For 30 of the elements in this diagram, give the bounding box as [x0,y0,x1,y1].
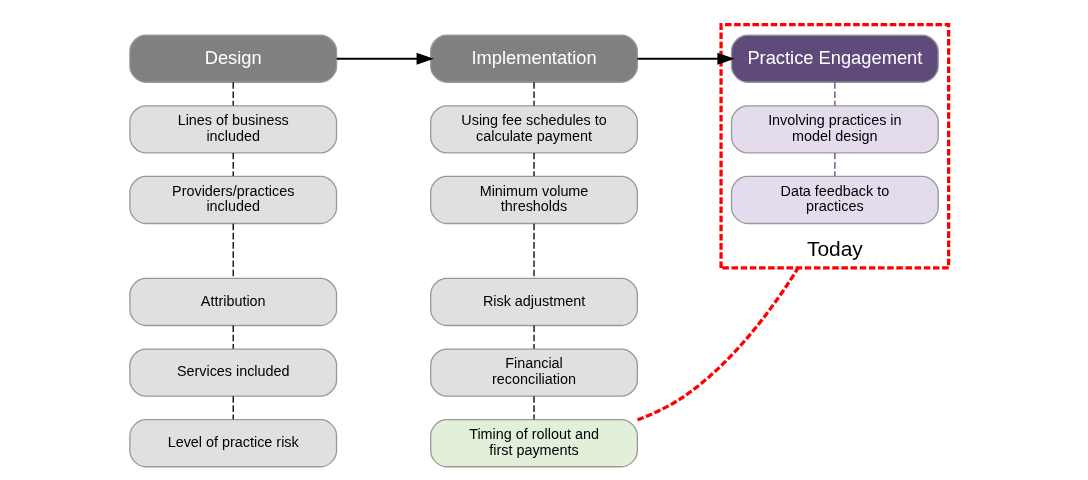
node-box: Involving practices in model design [730,104,939,154]
connector [833,81,835,106]
connector [532,151,535,177]
node-box: Timing of rollout and first payments [429,418,638,467]
connector [232,151,234,177]
node-box: Level of practice risk [128,418,337,467]
connector [833,151,835,177]
node-box: Implementation [429,34,638,83]
node-box: Providers/practices included [128,175,337,224]
node-box: Minimum volume thresholds [429,175,638,224]
connector [636,266,799,421]
connector [232,222,234,279]
node-box: Data feedback to practices [730,175,939,224]
connector [532,222,535,279]
node-box: Practice Engagement [730,34,939,83]
node-box: Lines of business included [128,104,337,154]
connector [232,395,234,420]
node-box: Financial reconciliation [429,347,638,397]
arrow [636,52,735,65]
connector [532,395,535,420]
arrow [336,52,434,65]
node-box: Attribution [128,277,337,326]
connector [232,81,234,106]
node-box: Risk adjustment [429,277,638,326]
connector [532,324,535,349]
connector [532,81,535,106]
connector [232,324,234,349]
node-box: Using fee schedules to calculate payment [429,104,638,154]
node-box: Services included [128,347,337,397]
node-box: Design [128,34,337,83]
